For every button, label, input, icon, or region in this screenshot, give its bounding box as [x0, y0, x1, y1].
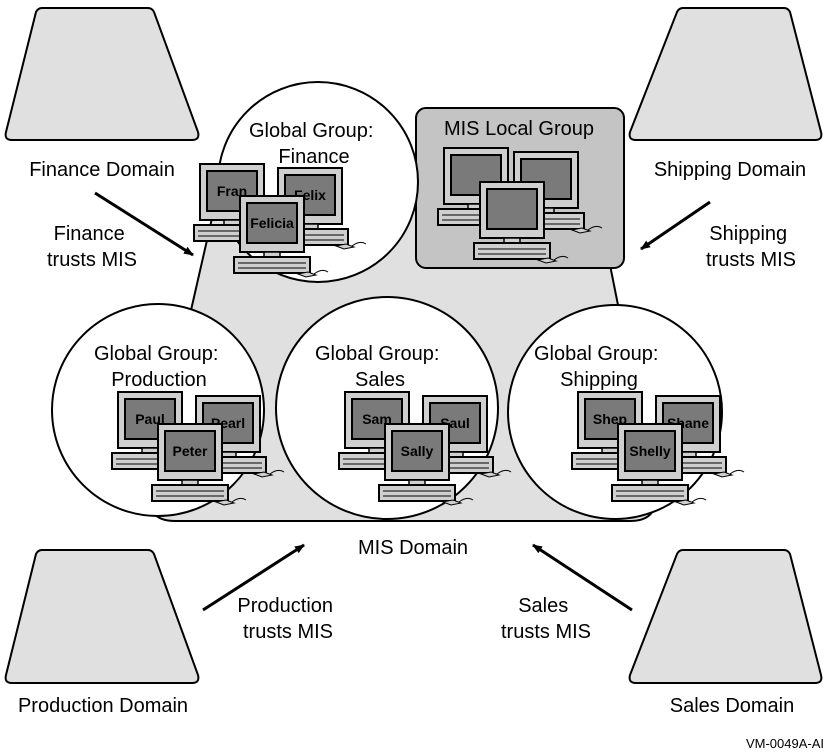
computer-name: Shelly [629, 443, 670, 459]
sales-trust-label: Sales trusts MIS [501, 595, 591, 643]
computer-mis-local-2 [473, 181, 569, 264]
computer-name: Peter [172, 443, 208, 459]
sales-domain-label: Sales Domain [670, 695, 795, 717]
production-domain-label: Production Domain [18, 695, 188, 717]
sales-domain-shape [628, 549, 823, 684]
sales-trust-arrow [532, 543, 633, 612]
shipping-group-title: Global Group: Shipping [534, 343, 664, 391]
shipping-trust-label: Shipping trusts MIS [706, 223, 796, 271]
finance-trust-arrow [94, 191, 194, 257]
shipping-trust-arrow [640, 200, 711, 251]
shipping-domain-shape [628, 7, 823, 141]
computer-name: Felicia [250, 215, 294, 231]
shipping-domain-label: Shipping Domain [654, 159, 806, 181]
computer-sales-2: Sally [378, 423, 474, 506]
production-group-title: Global Group: Production [94, 343, 224, 391]
computer-finance-2: Felicia [233, 195, 329, 278]
figure-code: VM-0049A-AI [746, 736, 824, 751]
finance-trust-label: Finance trusts MIS [47, 223, 137, 271]
computer-production-2: Peter [151, 423, 247, 506]
local-group-title: MIS Local Group [444, 118, 594, 140]
computer-name: Sally [401, 443, 434, 459]
mis-domain-label: MIS Domain [358, 537, 468, 559]
production-domain-shape [4, 549, 200, 684]
production-trust-arrow [202, 543, 305, 612]
computer-shipping-2: Shelly [611, 423, 707, 506]
sales-group-title: Global Group: Sales [315, 343, 445, 391]
production-trust-label: Production trusts MIS [237, 595, 338, 643]
finance-group-title: Global Group: Finance [249, 120, 379, 168]
finance-domain-label: Finance Domain [29, 159, 175, 181]
finance-domain-shape [4, 7, 200, 141]
